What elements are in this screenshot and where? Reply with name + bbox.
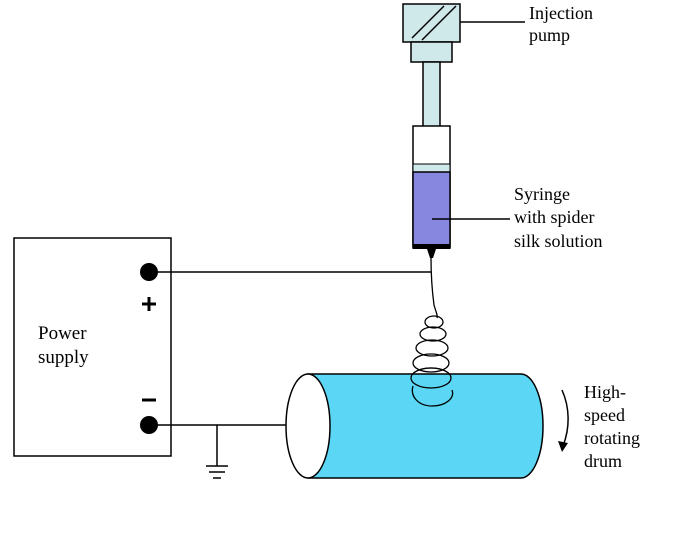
rotating-drum	[285, 373, 544, 479]
injection-pump	[402, 3, 461, 63]
drum-label-line1: High-	[584, 382, 626, 402]
syringe-label-line3: silk solution	[514, 231, 603, 251]
drum-label-line4: drum	[584, 451, 622, 471]
ground-icon	[206, 425, 228, 479]
pump-label-line2: pump	[529, 25, 570, 45]
pump-label-line1: Injection	[529, 3, 593, 23]
syringe	[412, 125, 451, 258]
syringe-label-line2: with spider	[514, 207, 595, 227]
power-supply-label-line1: Power	[38, 323, 87, 344]
spider-silk-solution	[412, 171, 451, 247]
syringe-label-line1: Syringe	[514, 184, 570, 204]
drum-label-line2: speed	[584, 405, 625, 425]
rotation-arrow-icon	[558, 389, 569, 452]
power-supply-label-line2: supply	[38, 347, 89, 368]
drum-label-line3: rotating	[584, 428, 640, 448]
